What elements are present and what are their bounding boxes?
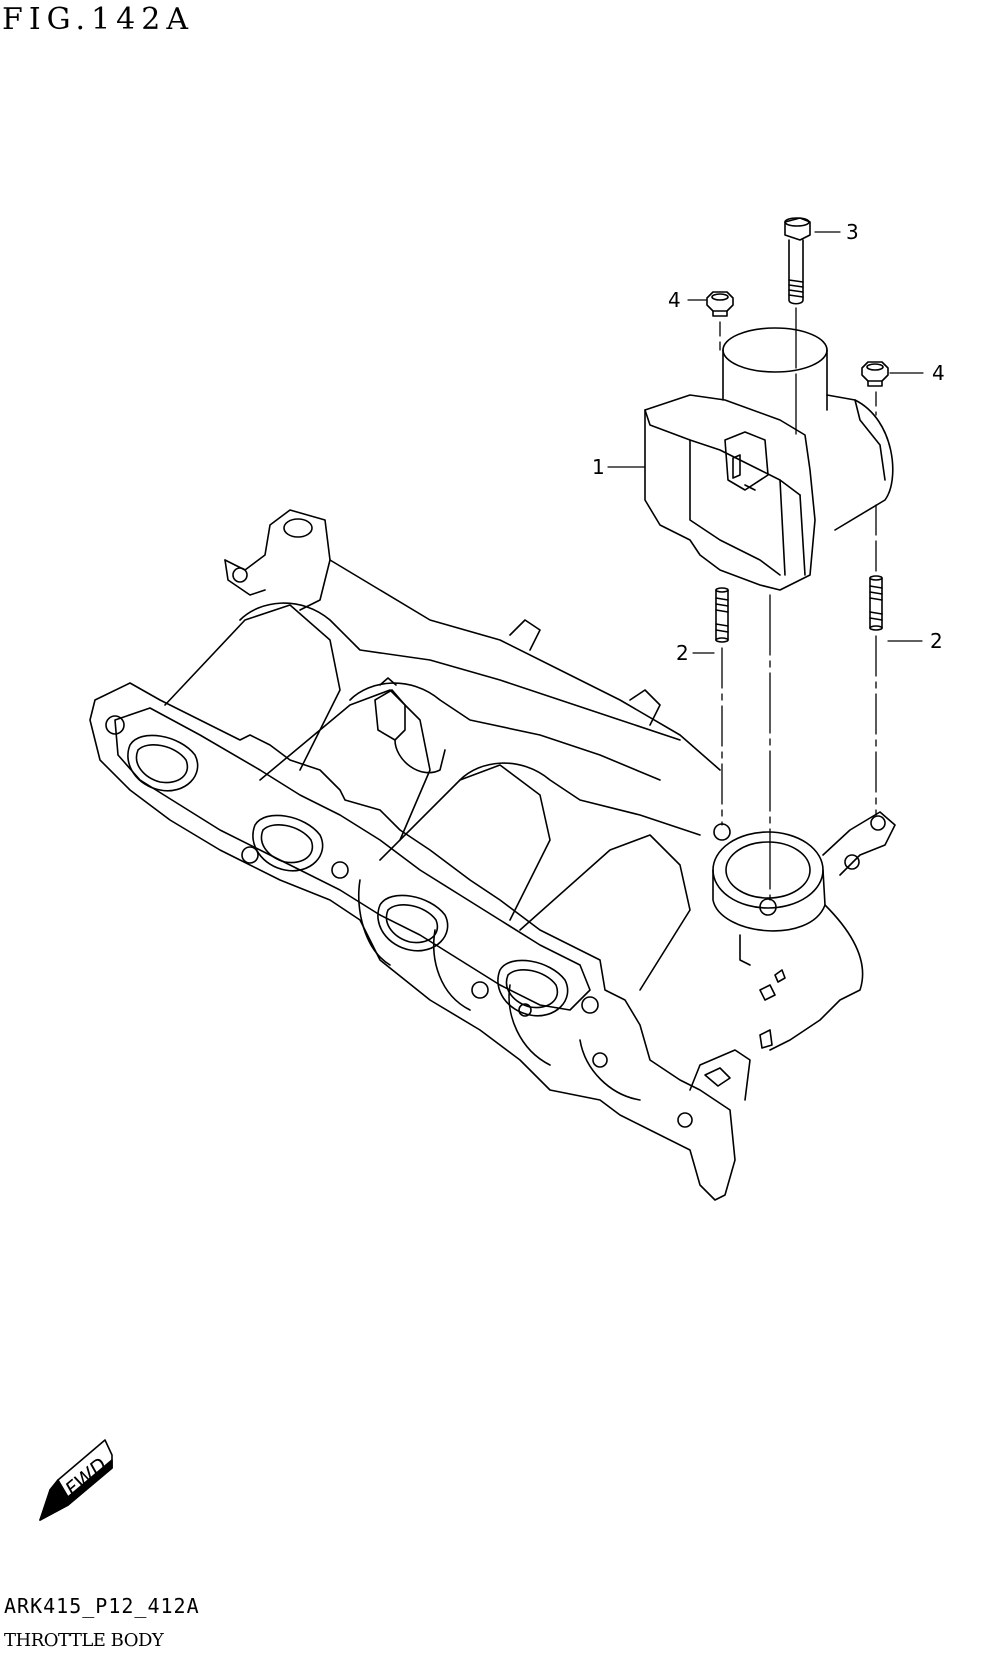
figure-title: FIG.142A [2, 2, 195, 37]
stud-left [715, 587, 729, 643]
reference-code: ARK415_P12_412A [4, 1594, 200, 1618]
callout-throttle-body: 1 [592, 455, 605, 479]
callout-nut-left: 4 [668, 288, 681, 312]
callout-stud-left: 2 [676, 641, 689, 665]
part-name: THROTTLE BODY [4, 1630, 164, 1651]
stud-right [869, 575, 883, 631]
callout-nut-right: 4 [932, 361, 945, 385]
callout-stud-right: 2 [930, 629, 943, 653]
assembly-lines [719, 307, 877, 901]
callout-bolt: 3 [846, 220, 859, 244]
fwd-arrow-icon [49, 1459, 113, 1506]
intake-manifold [89, 509, 896, 1201]
bolt [784, 217, 811, 305]
throttle-body [644, 327, 894, 591]
nut-left [706, 291, 734, 317]
leader-lines [607, 231, 924, 654]
nut-right [861, 361, 889, 387]
fwd-badge: FWD [39, 1439, 113, 1521]
